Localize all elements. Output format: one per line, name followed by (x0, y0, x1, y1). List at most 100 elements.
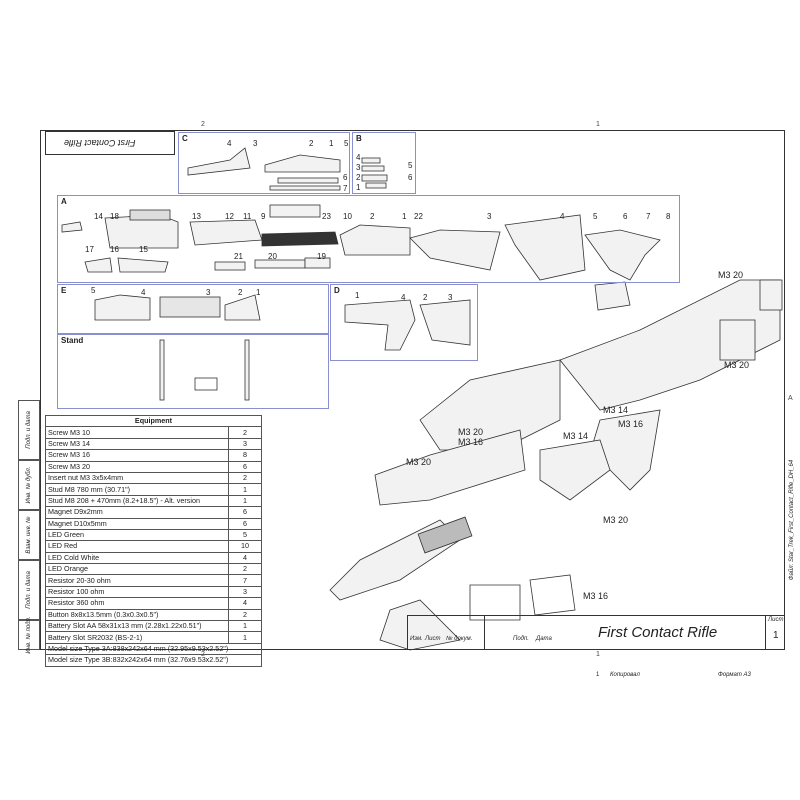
screw-callout: M3 16 (583, 591, 609, 601)
equipment-qty: 3 (228, 437, 262, 451)
part-number: 10 (343, 212, 352, 221)
part-number: 9 (261, 212, 266, 221)
equipment-item: Button 8x8x13.5mm (0.3x0.3x0.5") (45, 608, 229, 622)
stamp-label: Инв. № дубл. (26, 466, 32, 504)
equipment-row: Battery Slot AA 58x31x13 mm (2.28x1.22x0… (45, 620, 262, 633)
section-a: A (57, 195, 680, 283)
part-number: 16 (110, 245, 119, 254)
screw-callout: M3 16 (458, 437, 484, 447)
part-number: 3 (487, 212, 492, 221)
part-number: 3 (356, 163, 361, 172)
equipment-item: LED Orange (45, 563, 229, 576)
equipment-item: Resistor 20-30 ohm (45, 574, 229, 587)
equipment-qty: 2 (228, 563, 262, 576)
equipment-row: Stud M8 780 mm (30.71")1 (45, 483, 262, 496)
equipment-row: Stud M8 208 + 470mm (8.2+18.5") - Alt. v… (45, 494, 262, 508)
section-label: E (61, 286, 67, 295)
zone-marker: 1 (596, 121, 600, 128)
model-size-row: Model size Type 3A:838x242x64 mm (32.95x… (45, 642, 262, 656)
stamp-label: Подп. и дата (26, 571, 32, 609)
part-number: 18 (110, 212, 119, 221)
copied-number: 1 (596, 672, 600, 678)
part-shape (264, 154, 341, 173)
section-c: C 4 3 2 1 5 6 7 (178, 132, 350, 194)
screw-callout: M3 20 (458, 427, 484, 437)
equipment-qty: 6 (228, 506, 262, 519)
equipment-qty: 8 (228, 449, 262, 462)
part-number: 6 (623, 212, 628, 221)
equipment-row: Battery Slot SR2032 (BS-2-1)1 (45, 631, 262, 644)
equipment-item: Screw M3 14 (45, 437, 229, 451)
equipment-item: Battery Slot SR2032 (BS-2-1) (45, 631, 229, 644)
screw-callout: M3 16 (618, 419, 644, 429)
equipment-qty: 1 (228, 631, 262, 644)
equipment-row: Button 8x8x13.5mm (0.3x0.3x0.5")2 (45, 608, 262, 622)
equipment-qty: 7 (228, 574, 262, 587)
equipment-qty: 6 (228, 460, 262, 473)
part-number: 4 (227, 139, 232, 148)
equipment-item: Magnet D9x2mm (45, 506, 229, 519)
part-number: 2 (356, 173, 361, 182)
screw-callout: M3 14 (563, 431, 589, 441)
part-number: 1 (256, 288, 261, 297)
zone-marker: 2 (201, 121, 205, 128)
part-number: 5 (344, 139, 349, 148)
part-number: 22 (414, 212, 423, 221)
section-label: D (334, 286, 340, 295)
drawing-title: First Contact Rifle (598, 624, 718, 641)
screw-callout: M3 20 (406, 457, 432, 467)
stamp-label: Подп. и дата (26, 411, 32, 449)
part-number: 4 (401, 293, 406, 302)
equipment-item: Resistor 360 ohm (45, 597, 229, 610)
part-shape (187, 147, 251, 176)
section-label: Stand (61, 336, 84, 345)
equipment-qty: 5 (228, 528, 262, 542)
equipment-item: Battery Slot AA 58x31x13 mm (2.28x1.22x0… (45, 620, 229, 633)
equipment-qty: 2 (228, 608, 262, 622)
screw-callout: M3 14 (603, 405, 629, 415)
model-size-row: Model size Type 3B:832x242x64 mm (32.76x… (45, 654, 262, 667)
part-number: 13 (192, 212, 201, 221)
equipment-qty: 1 (228, 620, 262, 633)
col-label: № докум. (446, 636, 473, 642)
equipment-item: Resistor 100 ohm (45, 585, 229, 599)
part-number: 1 (402, 212, 407, 221)
section-e: E 5 4 3 2 1 (57, 284, 329, 334)
stamp-cell: Подп. и дата (18, 560, 40, 620)
model-size-note: Model size Type 3A:838x242x64 mm (32.95x… (45, 642, 262, 656)
part-number: 5 (593, 212, 598, 221)
part-number: 7 (646, 212, 651, 221)
sheet-number: 1 (773, 630, 779, 641)
part-number: 3 (206, 288, 211, 297)
equipment-item: Screw M3 16 (45, 449, 229, 462)
part-number: 2 (238, 288, 243, 297)
part-number: 3 (253, 139, 258, 148)
equipment-item: LED Green (45, 528, 229, 542)
title-block: Изм. Лист № докум. Подп. Дата First Cont… (407, 615, 785, 650)
part-number: 2 (423, 293, 428, 302)
equipment-item: LED Cold White (45, 551, 229, 565)
part-number: 20 (268, 252, 277, 261)
part-number: 4 (560, 212, 565, 221)
col-label: Лист (425, 636, 441, 642)
stamp-label: Взам. инв. № (26, 516, 32, 554)
part-number: 2 (309, 139, 314, 148)
sheet-cell: Лист 1 (765, 616, 786, 649)
stamp-cell: Подп. и дата (18, 400, 40, 460)
part-number: 5 (91, 286, 96, 295)
copied-label: Копировал (610, 672, 640, 678)
col-label: Дата (536, 636, 552, 642)
equipment-qty: 3 (228, 585, 262, 599)
